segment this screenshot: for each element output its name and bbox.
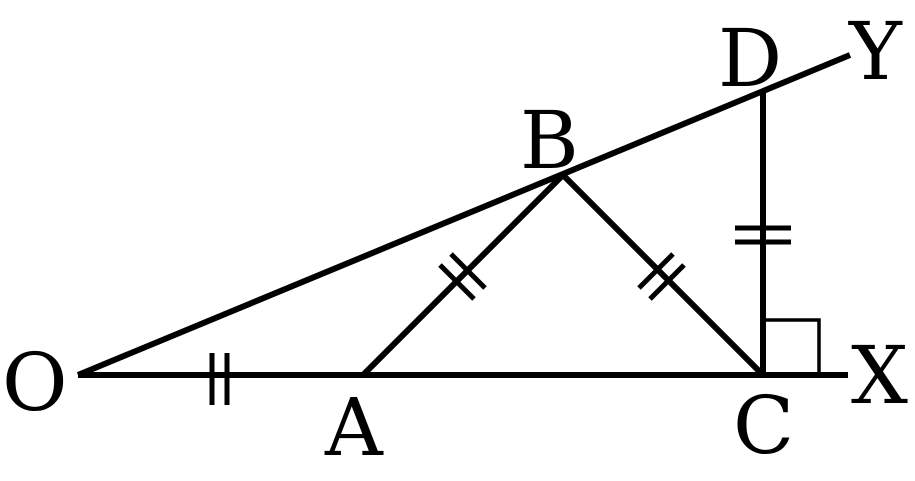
segment-ab (360, 172, 566, 378)
label-d: D (718, 12, 782, 105)
label-y: Y (848, 5, 903, 98)
label-b: B (520, 94, 579, 187)
label-a: A (324, 381, 384, 474)
ray-oy (76, 52, 852, 378)
tick-mark-cd (735, 225, 791, 245)
segment-bc (560, 172, 766, 378)
tick-mark-bc (637, 252, 686, 301)
label-o: O (2, 336, 68, 429)
tick-mark-ab (438, 252, 487, 301)
right-angle-mark-c (763, 318, 821, 375)
label-x: X (851, 329, 908, 422)
label-c: C (733, 379, 794, 472)
tick-mark-oa (209, 353, 230, 405)
